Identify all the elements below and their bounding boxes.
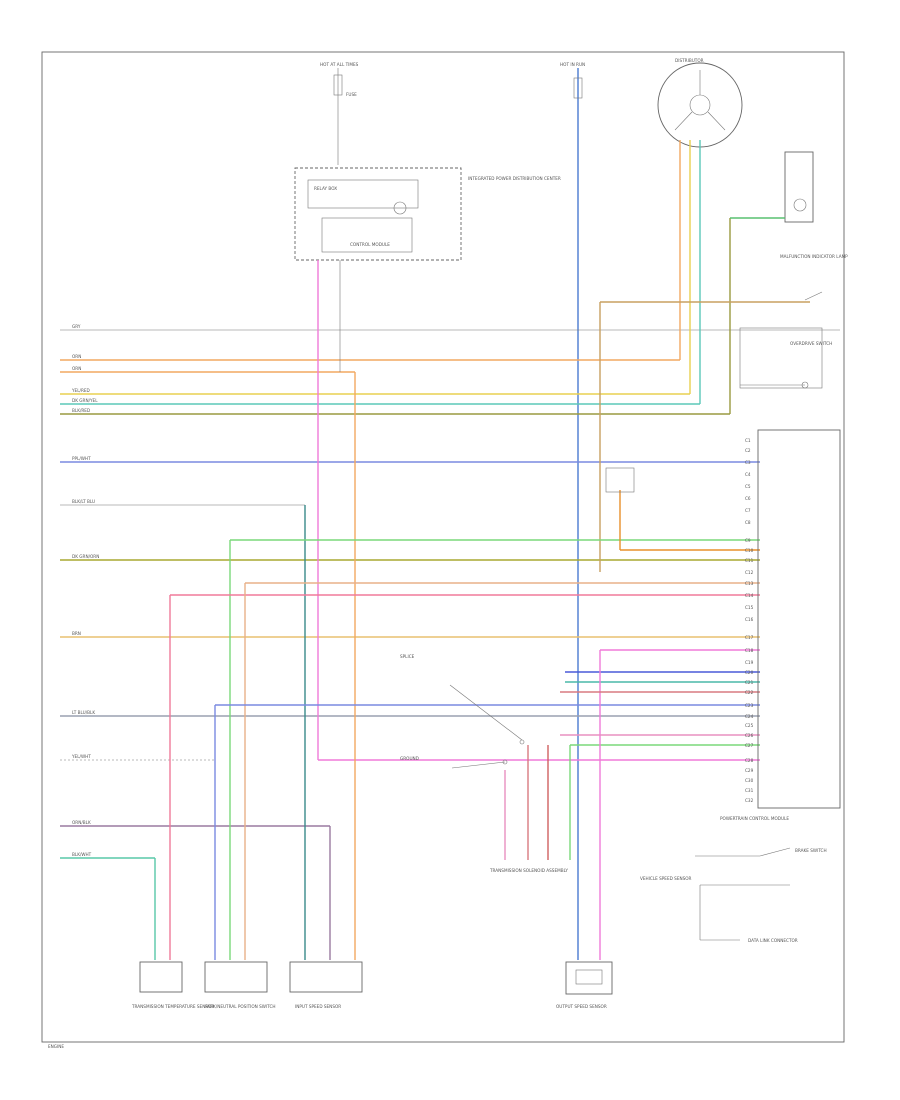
pcm-pin-4: C5 [745, 484, 751, 489]
wire-label-1: ORN [72, 354, 81, 359]
fuse-left-note: FUSE [346, 92, 357, 97]
pcm-pin-8: C9 [745, 538, 751, 543]
left-wire-labels: GRY ORN ORN YEL/RED DK GRN/YEL BLK/RED P… [71, 324, 99, 857]
pcm-pin-6: C7 [745, 508, 751, 513]
pcm-pin-26: C27 [745, 743, 754, 748]
trans-solenoid-block: TRANSMISSION SOLENOID ASSEMBLY [489, 868, 568, 873]
pcm-pin-3: C4 [745, 472, 751, 477]
sensor-park-neutral: PARK/NEUTRAL POSITION SWITCH [204, 961, 276, 1009]
wire-label-5: BLK/RED [72, 408, 90, 413]
sensor-trans-temp: TRANSMISSION TEMPERATURE SENSOR [131, 961, 214, 1009]
pcm-pin-0: C1 [745, 438, 751, 443]
ipdc-label: INTEGRATED POWER DISTRIBUTION CENTER [468, 176, 561, 181]
pcm-pin-29: C30 [745, 778, 754, 783]
park-neutral-label: PARK/NEUTRAL POSITION SWITCH [205, 1004, 276, 1009]
footer-code: ENGINE [48, 1044, 64, 1049]
pcm-pin-21: C22 [745, 690, 754, 695]
trans-temp-label: TRANSMISSION TEMPERATURE SENSOR [131, 1004, 214, 1009]
fuse-left-label: HOT AT ALL TIMES [320, 62, 359, 67]
pcm-pin-24: C25 [745, 723, 754, 728]
ipdc-control-label: CONTROL MODULE [350, 242, 390, 247]
wire-label-6: PPL/WHT [72, 456, 91, 461]
pcm-pin-17: C18 [745, 648, 754, 653]
sensor-input-speed: INPUT SPEED SENSOR [289, 961, 363, 1009]
distributor-label: DISTRIBUTOR [675, 58, 704, 63]
mil-component: MALFUNCTION INDICATOR LAMP [780, 151, 848, 259]
pcm-pin-10: C11 [745, 558, 754, 563]
vehicle-speed-label: VEHICLE SPEED SENSOR [640, 876, 692, 881]
pcm-pin-27: C28 [745, 758, 754, 763]
sensor-output-speed: OUTPUT SPEED SENSOR [556, 961, 613, 1009]
pcm-component: POWERTRAIN CONTROL MODULE [720, 429, 841, 821]
orange-connector-box [605, 467, 635, 493]
output-speed-label: OUTPUT SPEED SENSOR [556, 1004, 607, 1009]
pcm-pin-16: C17 [745, 635, 754, 640]
pcm-pin-11: C12 [745, 570, 754, 575]
pcm-pin-9: C10 [745, 548, 754, 553]
wire-label-8: DK GRN/ORN [72, 554, 99, 559]
pcm-pin-30: C31 [745, 788, 754, 793]
distributor-component: DISTRIBUTOR [657, 58, 743, 148]
pcm-pin-23: C24 [745, 714, 754, 719]
mil-label: MALFUNCTION INDICATOR LAMP [780, 254, 848, 259]
pcm-pin-5: C6 [745, 496, 751, 501]
wire-label-7: BLK/LT BLU [72, 499, 95, 504]
splice-callout: SPLICE GROUND [400, 654, 525, 769]
wire-label-9: BRN [72, 631, 81, 636]
pcm-pin-20: C21 [745, 680, 754, 685]
ipdc-inner-label: RELAY BOX [314, 186, 337, 191]
wire-label-13: BLK/WHT [72, 852, 92, 857]
input-speed-label: INPUT SPEED SENSOR [295, 1004, 341, 1009]
vertical-wires [154, 140, 810, 960]
ground-label: GROUND [400, 756, 419, 761]
fuse-left-group: HOT AT ALL TIMES FUSE [320, 62, 359, 165]
overdrive-label: OVERDRIVE SWITCH [790, 341, 832, 346]
wire-label-10: LT BLU/BLK [72, 710, 95, 715]
left-wire-bus [60, 329, 840, 859]
pcm-pin-13: C14 [745, 593, 754, 598]
wire-label-0: GRY [72, 324, 81, 329]
wire-label-12: ORN/BLK [72, 820, 91, 825]
pcm-pin-28: C29 [745, 768, 754, 773]
wire-label-11: YEL/WHT [71, 754, 91, 759]
wire-label-4: DK GRN/YEL [72, 398, 98, 403]
pcm-pin-25: C26 [745, 733, 754, 738]
pcm-pins: C1 C2 C3 C4 C5 C6 C7 C8 C9 C10 C11 C12 C… [745, 438, 754, 803]
pcm-pin-12: C13 [745, 581, 754, 586]
pcm-pin-19: C20 [745, 670, 754, 675]
pcm-pin-15: C16 [745, 617, 754, 622]
pcm-pin-31: C32 [745, 798, 754, 803]
pcm-pin-7: C8 [745, 520, 751, 525]
fuse-right-group: HOT IN RUN [560, 62, 585, 960]
ipdc-box: INTEGRATED POWER DISTRIBUTION CENTER REL… [294, 167, 561, 261]
pcm-label: POWERTRAIN CONTROL MODULE [720, 816, 789, 821]
pcm-pin-1: C2 [745, 448, 751, 453]
data-link-label: DATA LINK CONNECTOR [748, 938, 798, 943]
pcm-pin-18: C19 [745, 660, 754, 665]
fuse-right-label: HOT IN RUN [560, 62, 585, 67]
overdrive-switch: OVERDRIVE SWITCH [739, 291, 832, 389]
splice-label: SPLICE [400, 654, 415, 659]
pcm-pin-22: C23 [745, 703, 754, 708]
brake-switch: BRAKE SWITCH DATA LINK CONNECTOR [695, 847, 827, 943]
wire-label-2: ORN [72, 366, 81, 371]
brake-switch-label: BRAKE SWITCH [795, 848, 827, 853]
wire-label-3: YEL/RED [71, 388, 90, 393]
pcm-pin-2: C3 [745, 460, 751, 465]
vehicle-speed-block: VEHICLE SPEED SENSOR [640, 876, 692, 881]
trans-solenoid-label: TRANSMISSION SOLENOID ASSEMBLY [489, 868, 568, 873]
diagram-frame [41, 51, 845, 1043]
pcm-pin-14: C15 [745, 605, 754, 610]
